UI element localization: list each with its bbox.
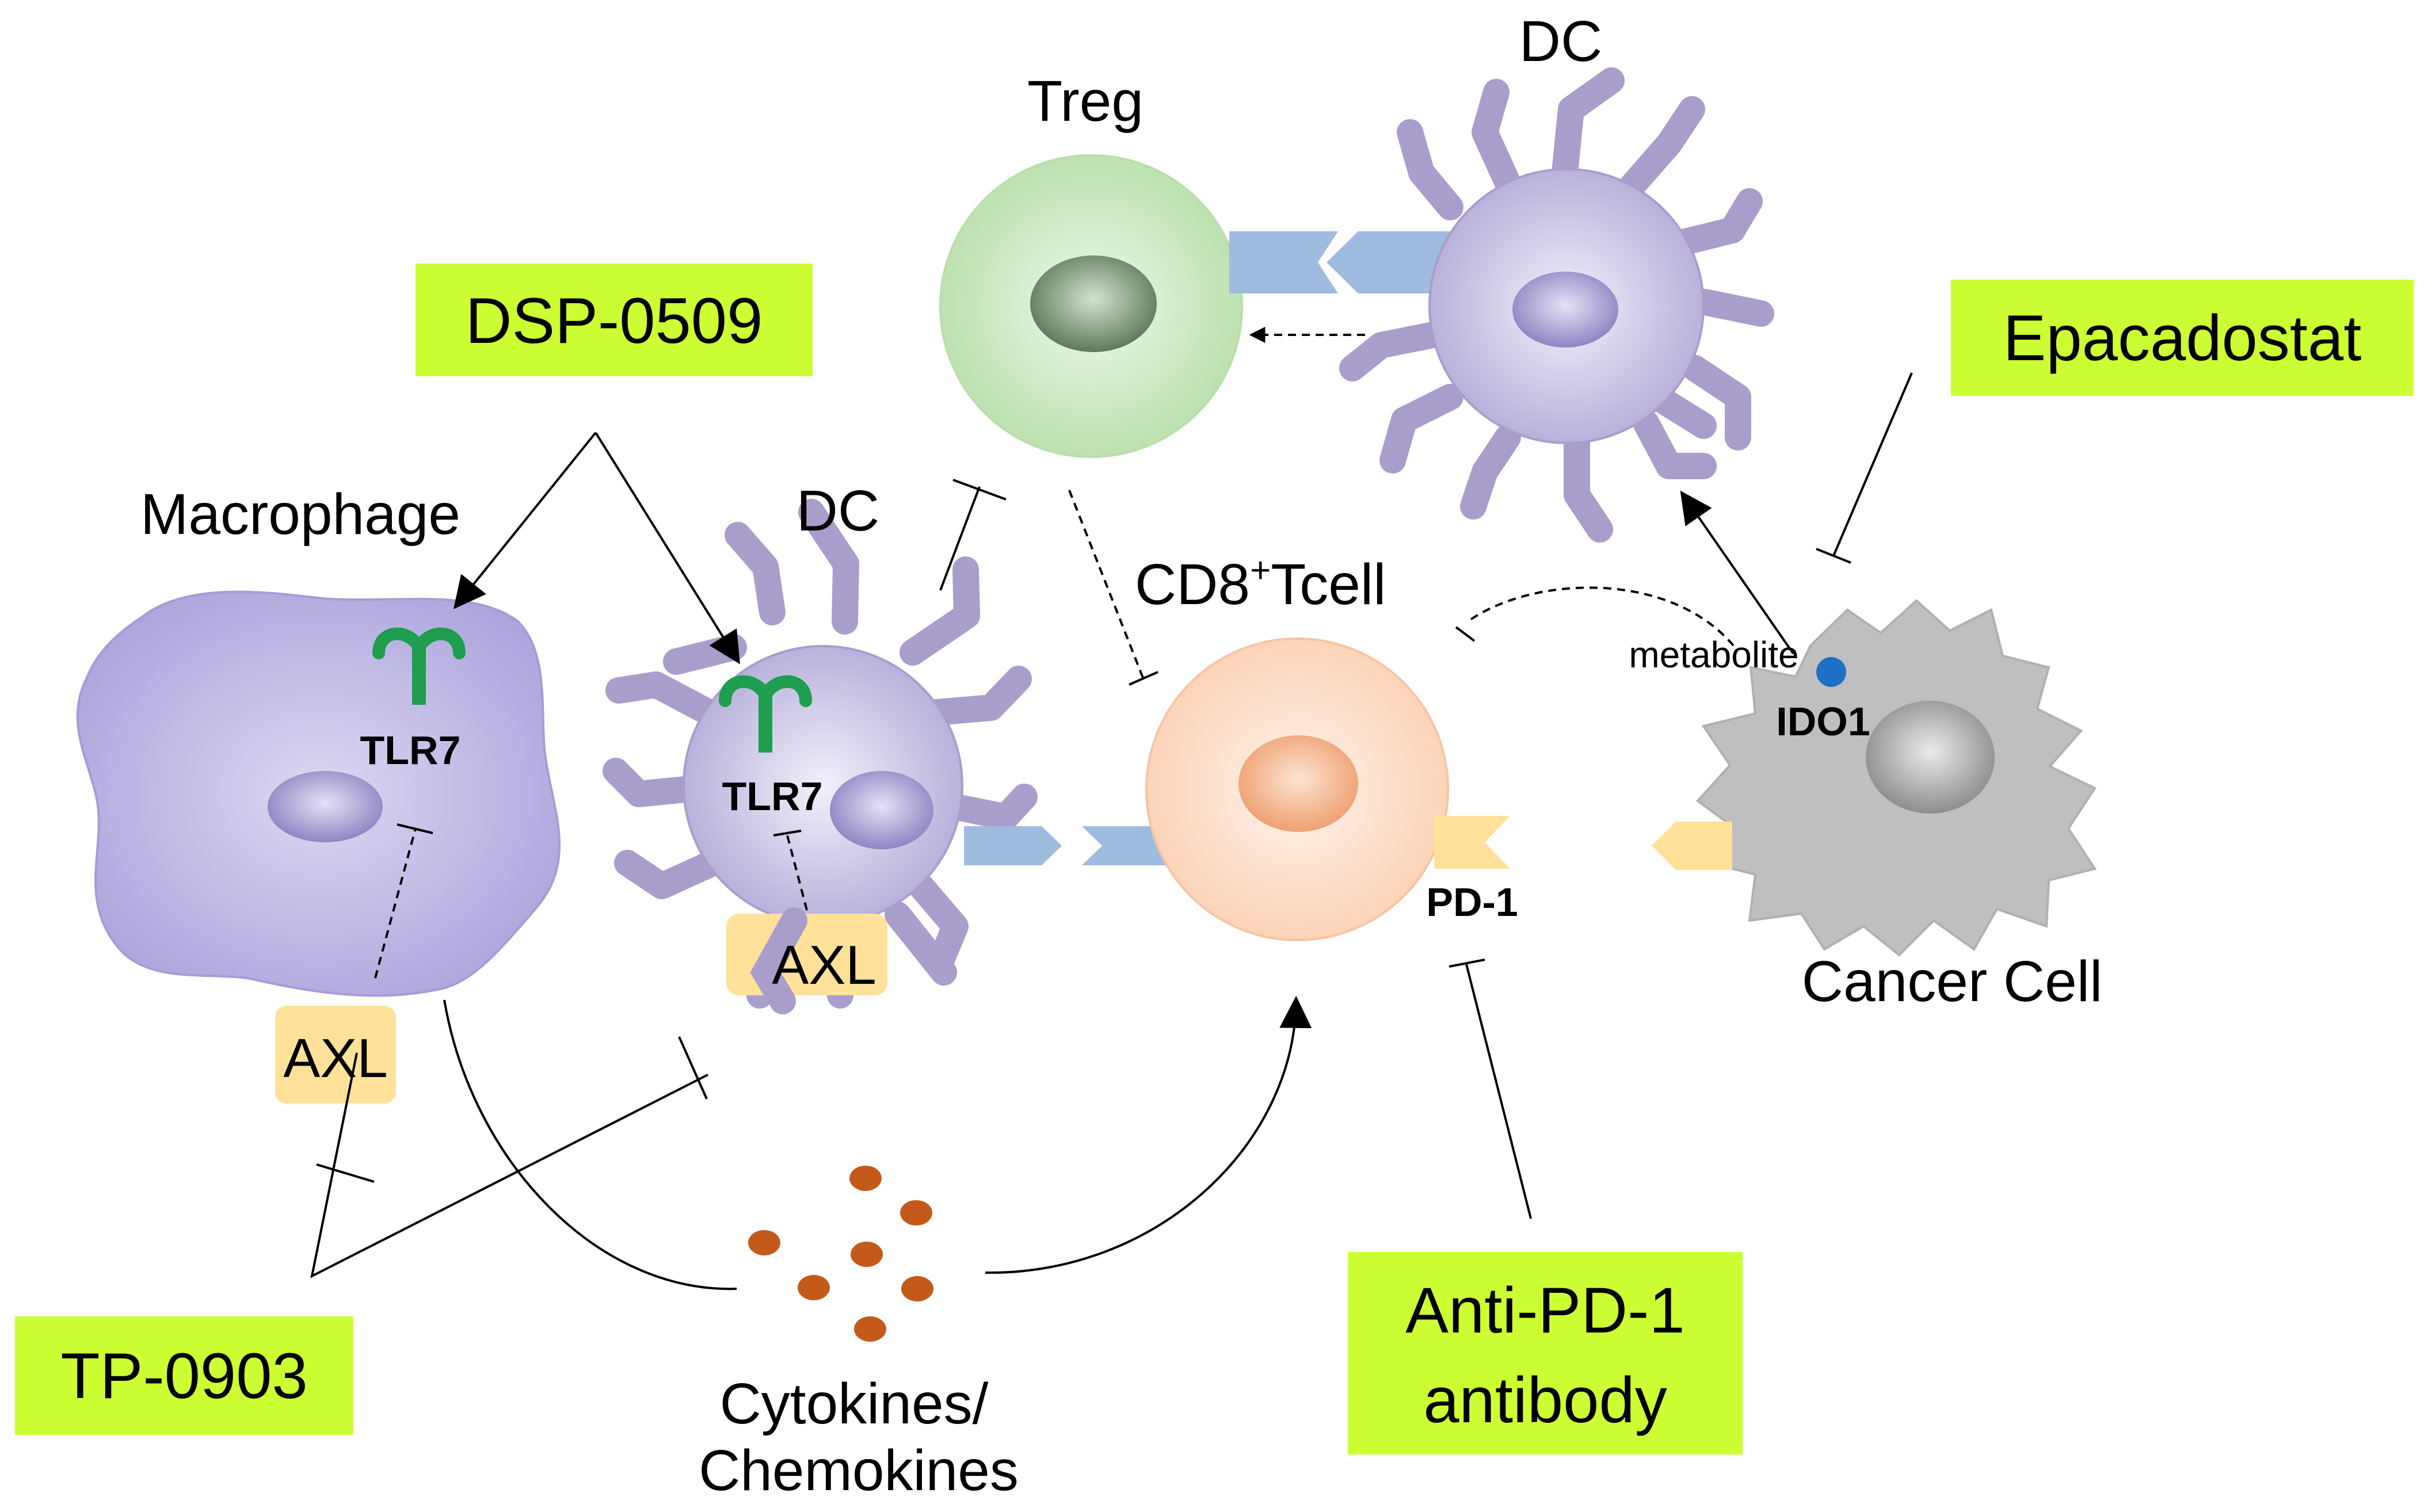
inhibition-bar-icon — [952, 479, 1007, 501]
dsp0509-to-dc-arrow — [594, 432, 740, 665]
dsp0509-to-macrophage-arrow — [453, 432, 597, 609]
inhibition-bar-icon — [1129, 671, 1158, 686]
cytokines-label-line2: Chemokines — [699, 1438, 1019, 1503]
dc-top-label: DC — [1519, 9, 1602, 74]
pdl1-ligand-icon — [1652, 822, 1732, 870]
cytokine-dots-icon — [748, 1166, 933, 1342]
dsp0509-label: DSP-0509 — [466, 285, 763, 357]
anti-pd1-inhibits-pd1-line — [1465, 964, 1532, 1219]
tp0903-box: TP-0903 — [15, 1316, 353, 1435]
tlr7-macrophage-label: TLR7 — [360, 728, 461, 773]
cd8-label-suffix: Tcell — [1271, 552, 1386, 617]
dsp0509-box: DSP-0509 — [416, 264, 813, 376]
metabolite-inhibits-cd8 — [1465, 586, 1735, 647]
dc-top-cell — [1339, 67, 1774, 543]
macrophage-to-cytokines-curve — [443, 999, 737, 1290]
inhibition-bar-icon — [316, 1163, 375, 1183]
tp0903-label: TP-0903 — [60, 1340, 308, 1412]
treg-label: Treg — [1027, 69, 1144, 133]
dc-ligand-icon — [964, 826, 1062, 865]
axl-macrophage-box — [275, 1006, 396, 1104]
axl-inhibits-tlr7-macrophage — [374, 828, 417, 979]
ido1-dot-icon — [1816, 657, 1846, 687]
epacadostat-label: Epacadostat — [2003, 302, 2362, 374]
metabolite-label: metabolite — [1629, 634, 1798, 675]
cd8-label-prefix: CD8 — [1135, 552, 1250, 617]
inhibition-bar-icon — [773, 830, 802, 837]
dc-left-nucleus — [830, 771, 933, 849]
dc-top-nucleus — [1512, 272, 1618, 348]
cytokines-to-cd8-arrow — [985, 995, 1312, 1274]
inhibition-bar-icon — [397, 823, 433, 834]
anti-pd1-box: Anti-PD-1 antibody — [1348, 1252, 1743, 1454]
cancer-label: Cancer Cell — [1802, 949, 2102, 1014]
inhibition-bar-icon — [1449, 959, 1485, 968]
ido1-label: IDO1 — [1776, 699, 1870, 744]
axl-macrophage-label: AXL — [283, 1028, 387, 1089]
pd1-receptor-icon — [1434, 816, 1510, 869]
cd8-label-sup: + — [1250, 551, 1271, 590]
macrophage-nucleus — [268, 771, 383, 842]
tp0903-inhibition-lines — [310, 1052, 708, 1278]
cytokines-label-line1: Cytokines/ — [720, 1372, 989, 1436]
cancer-nucleus — [1866, 701, 1995, 814]
macrophage-cell — [76, 590, 561, 997]
cd8-label: CD8+Tcell — [1135, 551, 1386, 617]
tlr7-receptor-icon — [719, 675, 812, 753]
macrophage-label: Macrophage — [140, 482, 460, 547]
cd8-nucleus — [1238, 735, 1358, 832]
pd1-label: PD-1 — [1426, 880, 1518, 925]
treg-receptor-icon — [1229, 231, 1338, 293]
inhibition-bar-icon — [1455, 626, 1476, 642]
axl-dc-label: AXL — [772, 934, 876, 996]
dc-inhibits-treg-line — [939, 486, 981, 591]
dc-left-front-dendrite — [750, 907, 807, 1014]
epacadostat-inhibits-ido1-line — [1832, 372, 1913, 556]
cancer-to-dc-arrow — [1680, 490, 1794, 655]
inhibition-bar-icon — [1816, 548, 1851, 564]
tlr7-receptor-icon — [372, 627, 466, 705]
treg-nucleus — [1030, 255, 1157, 352]
inhibition-bar-icon — [678, 1036, 708, 1099]
dc-left-label: DC — [796, 479, 879, 543]
dc-top-ligand-icon — [1327, 231, 1450, 293]
epacadostat-box: Epacadostat — [1951, 280, 2414, 396]
anti-pd1-label-line2: antibody — [1423, 1364, 1667, 1436]
tlr7-dc-label: TLR7 — [722, 774, 823, 819]
anti-pd1-label-line1: Anti-PD-1 — [1405, 1274, 1684, 1346]
treg-inhibits-cd8-line — [1068, 490, 1144, 678]
